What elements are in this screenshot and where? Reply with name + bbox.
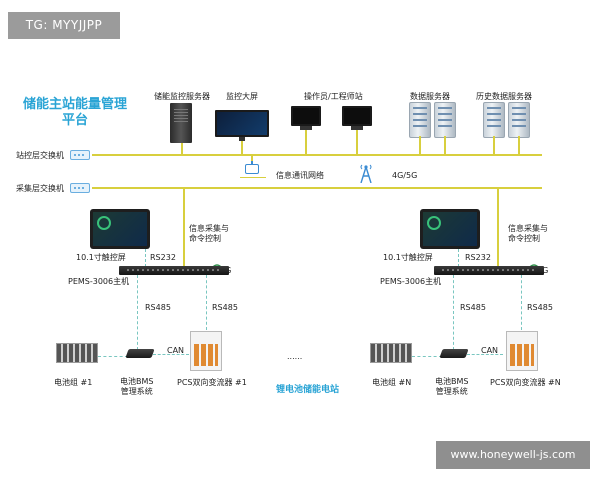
battery-pack-icon-left [56,343,98,363]
platform-title-line2: 平台 [61,113,88,128]
rs485-label-right-b: RS485 [527,303,553,312]
platform-title: 储能主站能量管理 平台 [15,97,135,129]
watermark-label: TG: MYYJJPP [8,12,120,39]
collect-switch-label: 采集层交换机 [16,184,64,193]
history-server-icon-2 [508,102,530,138]
bms-label-right: 电池BMS 管理系统 [435,377,469,396]
history-server-label: 历史数据服务器 [476,92,532,101]
station-title: 锂电池储能电站 [276,385,340,395]
battery-label-right: 电池组 #N [372,378,412,387]
monitor-server-label: 储能监控服务器 [154,92,210,101]
ellipsis: ...... [287,352,303,361]
rs232-label-left: RS232 [150,253,176,262]
station-switch-label: 站控层交换机 [16,151,64,160]
history-server-icon-1 [483,102,505,138]
pems-host-label-left: PEMS-3006主机 [68,277,130,286]
wireless-4g-icon-left [210,255,224,270]
pems-host-icon-right [434,266,544,275]
bms-label-left: 电池BMS 管理系统 [120,377,154,396]
cellular-label: 4G/5G [392,171,418,180]
data-server-icon-1 [409,102,431,138]
bms-icon-right [439,349,469,358]
pcs-converter-icon-right [506,331,538,371]
info-network-label: 信息通讯网络 [276,171,324,180]
touchscreen-icon-left [90,209,150,249]
workstation-monitor-icon-2 [342,106,372,126]
monitor-server-icon [170,103,192,143]
can-label-left: CAN [167,346,185,355]
network-router-icon [245,161,259,174]
website-watermark: www.honeywell-js.com [436,441,590,469]
touchscreen-label-right: 10.1寸触控屏 [383,253,433,262]
wireless-4g-icon-right [527,255,541,270]
pems-host-icon-left [119,266,229,275]
workstation-label: 操作员/工程师站 [304,92,363,101]
pcs-label-right: PCS双向变流器 #N [490,378,561,387]
pems-host-label-right: PEMS-3006主机 [380,277,442,286]
pcs-converter-icon-left [190,331,222,371]
data-server-icon-2 [434,102,456,138]
collect-switch-icon [70,183,90,193]
station-switch-icon [70,150,90,160]
pcs-label-left: PCS双向变流器 #1 [177,378,247,387]
rs485-label-left-b: RS485 [212,303,238,312]
collect-bus-line [92,187,542,189]
bms-icon-left [125,349,155,358]
battery-pack-icon-right [370,343,412,363]
workstation-monitor-icon-1 [291,106,321,126]
rs485-label-left-a: RS485 [145,303,171,312]
station-bus-line [92,154,542,156]
platform-title-line1: 储能主站能量管理 [22,97,127,112]
battery-label-left: 电池组 #1 [54,378,93,387]
rs232-label-right: RS232 [465,253,491,262]
big-screen-label: 监控大屏 [226,92,258,101]
touchscreen-icon-right [420,209,480,249]
big-screen-icon [215,110,269,137]
rs485-label-right-a: RS485 [460,303,486,312]
signal-tower-icon [359,163,373,184]
can-label-right: CAN [481,346,499,355]
info-collect-label-left: 信息采集与 命令控制 [189,224,229,243]
data-server-label: 数据服务器 [410,92,450,101]
info-collect-label-right: 信息采集与 命令控制 [508,224,548,243]
touchscreen-label-left: 10.1寸触控屏 [76,253,126,262]
